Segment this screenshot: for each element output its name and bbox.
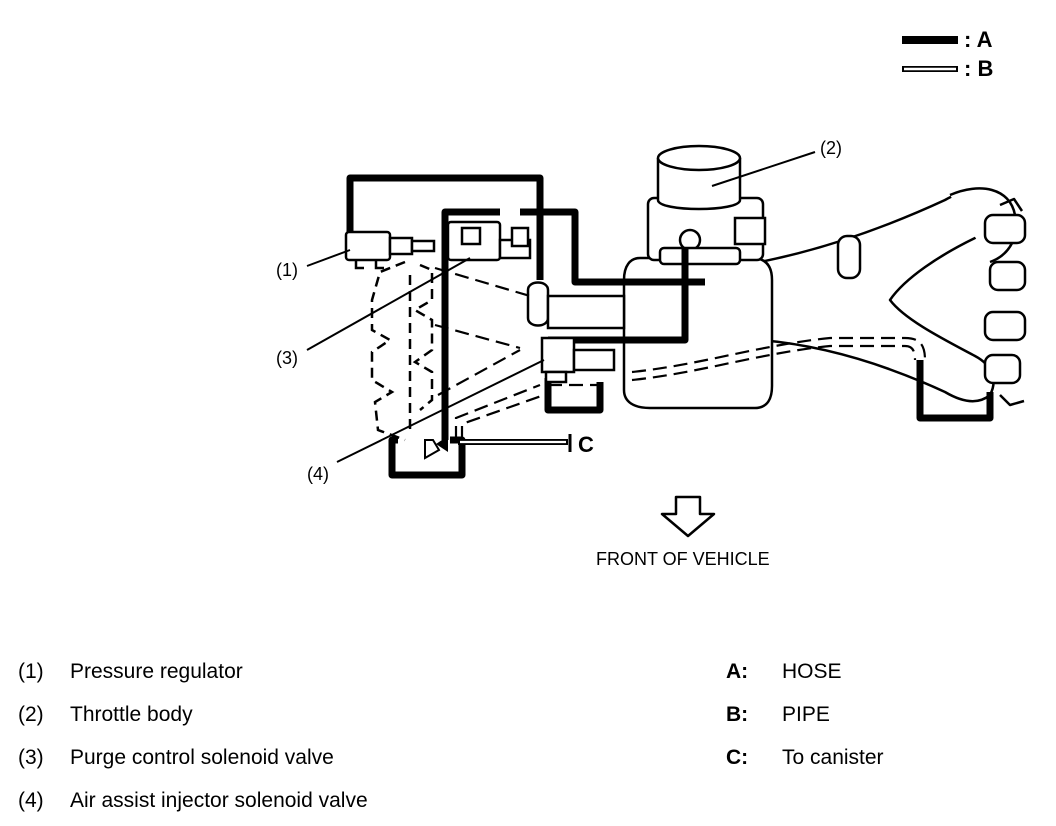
surge-tank: [622, 256, 774, 410]
part-name: Air assist injector solenoid valve: [70, 789, 368, 812]
key-description: PIPE: [782, 703, 830, 726]
throttle-body: [646, 144, 767, 266]
legend-pipe-label: : B: [964, 56, 993, 81]
legend-hose-label: : A: [964, 27, 993, 52]
list-item: (1) Pressure regulator: [18, 660, 243, 684]
callout-1: (1): [276, 260, 298, 280]
part-name: Purge control solenoid valve: [70, 746, 334, 769]
vacuum-hose-routing-diagram: : A : B: [276, 27, 1027, 569]
purge-control-solenoid-valve: [446, 220, 532, 262]
callout-3: (3): [276, 348, 298, 368]
pressure-regulator: [344, 230, 436, 270]
list-item: (3) Purge control solenoid valve: [18, 746, 334, 770]
callout-4: (4): [307, 464, 329, 484]
front-of-vehicle-label: FRONT OF VEHICLE: [596, 549, 770, 569]
list-item: (4) Air assist injector solenoid valve: [18, 789, 368, 813]
part-name: Throttle body: [70, 703, 193, 726]
canister-label: C: [578, 432, 594, 457]
canister-pipe: C: [424, 432, 594, 460]
key-description: To canister: [782, 746, 884, 769]
part-number: (4): [18, 789, 44, 812]
air-assist-injector-solenoid-valve: [540, 336, 616, 384]
key-letter: C:: [726, 746, 749, 769]
key-letter: B:: [726, 703, 749, 726]
key-letter: A:: [726, 660, 749, 683]
list-item: C: To canister: [726, 746, 884, 770]
part-number: (2): [18, 703, 44, 726]
part-number: (3): [18, 746, 44, 769]
line-type-legend: : A : B: [902, 27, 993, 81]
list-item: (2) Throttle body: [18, 703, 193, 727]
fuel-rail-injectors: [370, 260, 434, 442]
intake-manifold: [759, 187, 1027, 407]
callout-2: (2): [820, 138, 842, 158]
part-name: Pressure regulator: [70, 660, 243, 683]
list-item: B: PIPE: [726, 703, 830, 727]
list-item: A: HOSE: [726, 660, 842, 684]
front-of-vehicle-arrow-icon: [660, 495, 716, 538]
vacuum-fitting: [526, 281, 626, 330]
callout-leaders: [306, 151, 816, 463]
pipes-type-b: [434, 266, 927, 440]
key-description: HOSE: [782, 660, 842, 683]
part-number: (1): [18, 660, 44, 683]
